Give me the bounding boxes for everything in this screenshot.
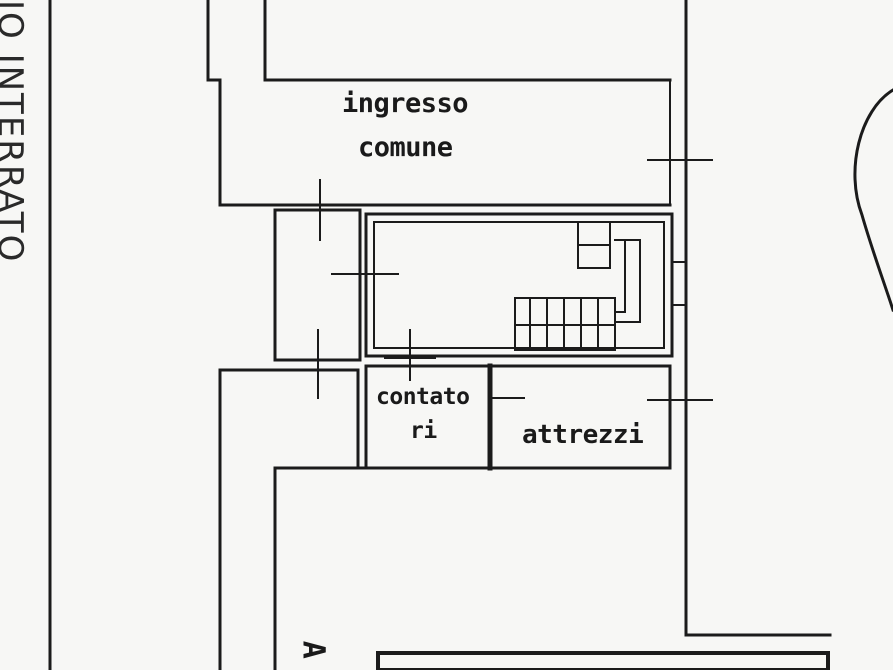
floor-title-vertical: IO INTERRATO [0,0,30,264]
stair-room-inner [373,221,665,349]
bottom-wall [376,651,830,670]
contatori-room-wall [364,364,492,470]
room-label-contatori-1: contato [376,384,470,410]
corner-mark-label: A [295,640,331,659]
door-marks [317,127,713,429]
room-label-attrezzi: attrezzi [522,420,644,450]
curved-outline [853,88,893,312]
upper-outer-wall [206,0,672,207]
lower-left-wall [218,368,360,670]
attrezzi-room-wall [488,364,672,470]
room-label-ingresso: ingresso [342,88,469,119]
room-label-comune: comune [358,132,453,163]
stairs [514,221,641,351]
stair-room-outer [364,212,674,358]
room-label-contatori-2: ri [410,418,437,444]
